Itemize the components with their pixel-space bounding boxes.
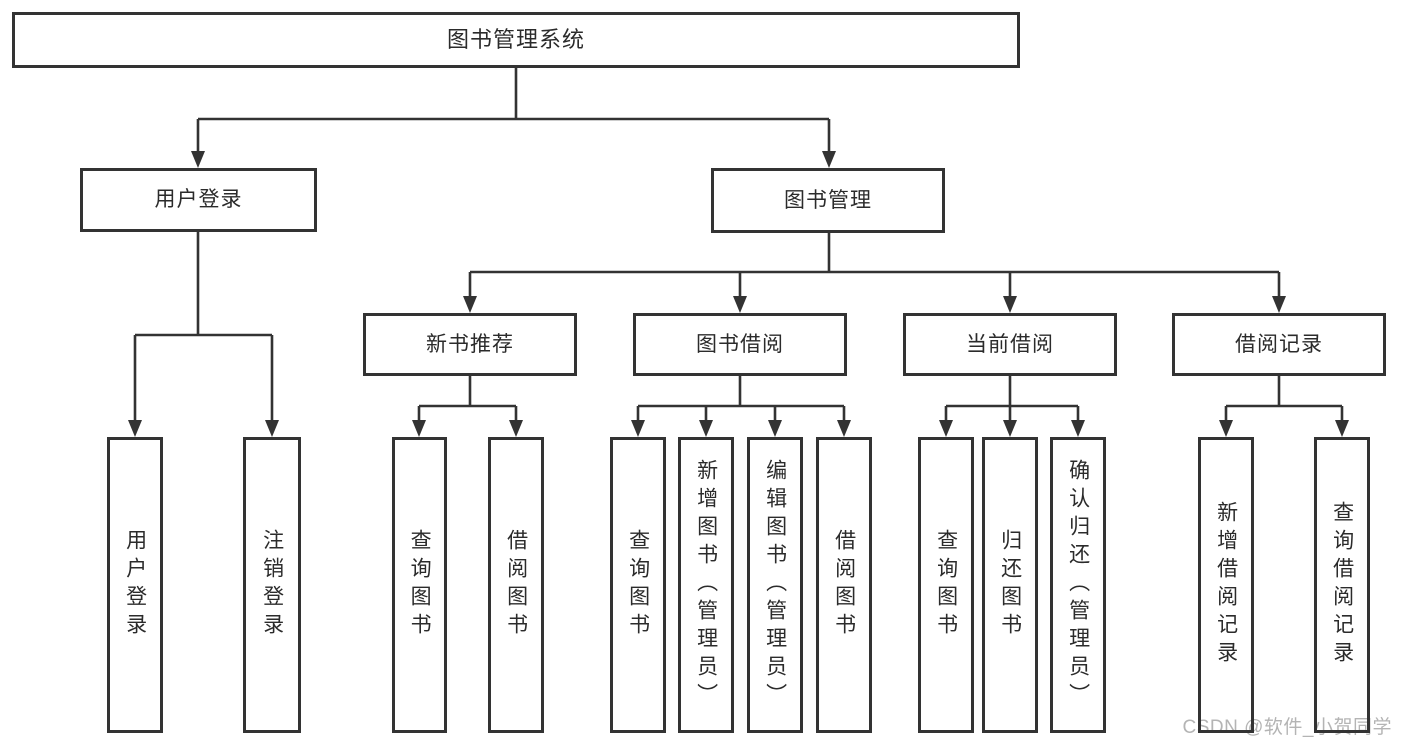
leaf-query-books-3: 查询图书 bbox=[918, 437, 974, 733]
leaf-borrow-books-2: 借阅图书 bbox=[816, 437, 872, 733]
node-user-login: 用户登录 bbox=[80, 168, 317, 232]
leaf-add-borrow-record: 新增借阅记录 bbox=[1198, 437, 1254, 733]
node-book-borrow: 图书借阅 bbox=[633, 313, 847, 376]
node-root-system: 图书管理系统 bbox=[12, 12, 1020, 68]
node-current-borrow: 当前借阅 bbox=[903, 313, 1117, 376]
leaf-confirm-return-admin: 确认归还（管理员） bbox=[1050, 437, 1106, 733]
node-book-management: 图书管理 bbox=[711, 168, 945, 233]
leaf-query-borrow-record: 查询借阅记录 bbox=[1314, 437, 1370, 733]
leaf-borrow-books-1: 借阅图书 bbox=[488, 437, 544, 733]
leaf-edit-books-admin: 编辑图书（管理员） bbox=[747, 437, 803, 733]
leaf-logout: 注销登录 bbox=[243, 437, 301, 733]
leaf-query-books-1: 查询图书 bbox=[392, 437, 447, 733]
node-borrow-records: 借阅记录 bbox=[1172, 313, 1386, 376]
leaf-add-books-admin: 新增图书（管理员） bbox=[678, 437, 734, 733]
leaf-query-books-2: 查询图书 bbox=[610, 437, 666, 733]
arrowheads bbox=[128, 151, 1349, 437]
node-new-book-recommend: 新书推荐 bbox=[363, 313, 577, 376]
tree-edges bbox=[133, 68, 1344, 424]
leaf-user-login: 用户登录 bbox=[107, 437, 163, 733]
leaf-return-books: 归还图书 bbox=[982, 437, 1038, 733]
